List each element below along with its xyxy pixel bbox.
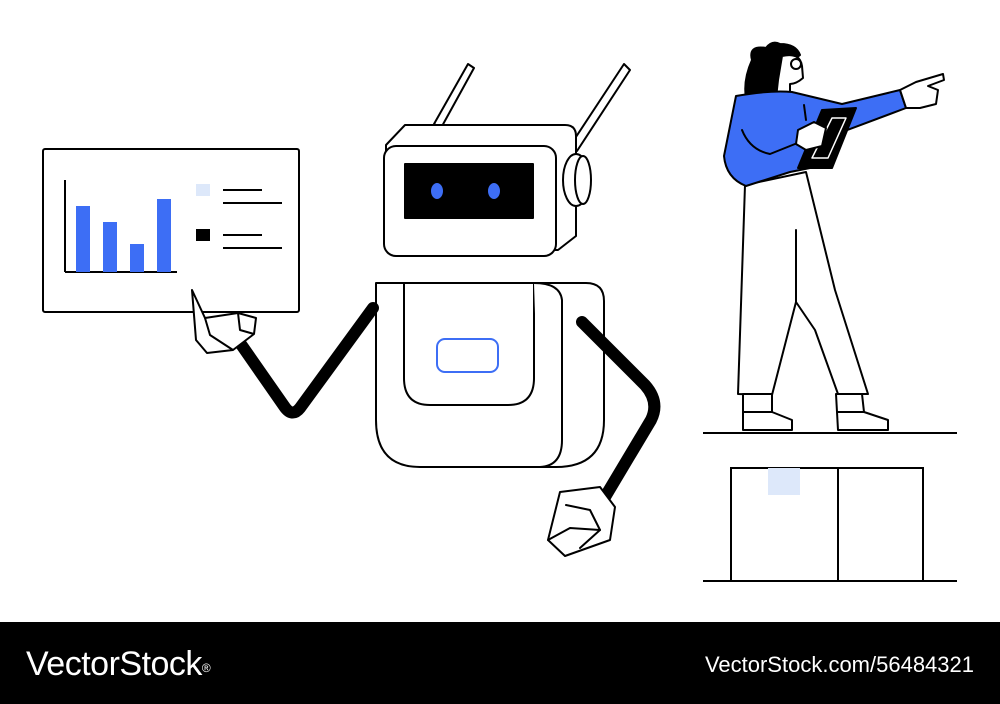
robot-chest-screen — [436, 338, 499, 373]
legend-swatch-1 — [196, 184, 210, 196]
woman-pants — [737, 171, 869, 396]
watermark-footer: VectorStock® VectorStock.com/56484321 — [0, 622, 1000, 704]
chart-bar-2 — [103, 222, 117, 272]
platform — [703, 432, 957, 582]
chart-panel — [42, 148, 300, 313]
woman-face — [775, 54, 804, 99]
robot-eye-left — [431, 183, 443, 199]
legend-swatch-2 — [196, 229, 210, 241]
robot-head — [383, 124, 592, 257]
cardboard-box — [730, 467, 924, 582]
registered-mark: ® — [201, 661, 211, 675]
woman-pointing-hand — [899, 73, 945, 109]
brand-text: VectorStock — [26, 645, 202, 683]
robot — [232, 63, 661, 557]
box-label — [768, 468, 800, 495]
robot-eye-right — [488, 183, 500, 199]
chart-bar-1 — [76, 206, 90, 272]
robot-arm-left — [232, 302, 379, 419]
robot-visor — [404, 163, 534, 219]
robot-antenna-right — [569, 63, 631, 152]
woman-glasses — [790, 58, 802, 70]
brand-logo: VectorStock® — [26, 642, 211, 686]
robot-arm-right — [576, 316, 661, 503]
chart-bar-3 — [130, 244, 144, 272]
illustration-scene — [42, 41, 957, 582]
woman-holding-hand — [795, 121, 827, 151]
woman — [723, 41, 945, 431]
chart-bar-4 — [157, 199, 171, 272]
robot-antenna-left — [433, 63, 475, 129]
robot-body — [375, 282, 605, 468]
image-reference: VectorStock.com/56484321 — [704, 652, 974, 677]
woman-arm — [741, 129, 801, 155]
chart-bars — [76, 199, 171, 272]
